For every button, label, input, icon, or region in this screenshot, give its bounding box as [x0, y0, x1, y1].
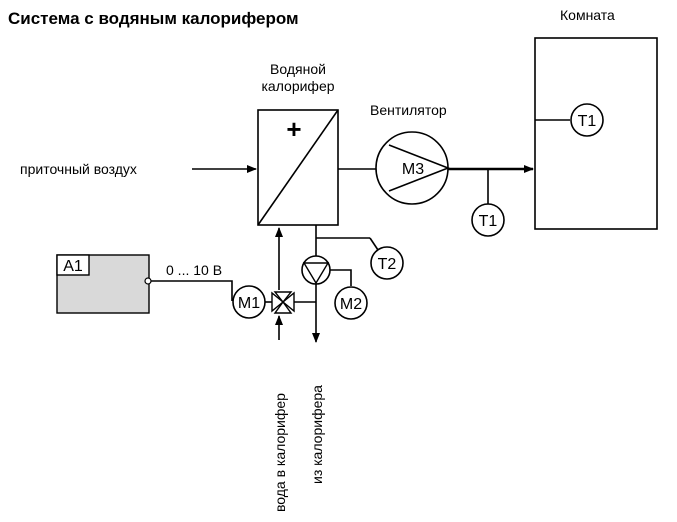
fan-m3: M3 [375, 131, 451, 205]
water-sensor-wire-2 [369, 237, 379, 251]
valve-motor-m1: M1 [232, 285, 266, 319]
valve-motor-label: M1 [238, 295, 260, 312]
fan-label: Вентилятор [370, 102, 447, 118]
duct-sensor-label: T1 [479, 213, 498, 230]
heater-label-line1: Водяной [270, 61, 326, 77]
controller-a1: A1 [56, 254, 152, 314]
diagram-title: Система с водяным калорифером [8, 9, 299, 28]
water-heater: + [257, 109, 339, 226]
room-label: Комната [560, 7, 615, 23]
pump-motor-m2: M2 [334, 286, 368, 320]
circulation-pump [301, 255, 331, 285]
water-sensor-t2: T2 [370, 246, 404, 280]
signal-range-label: 0 ... 10 В [166, 262, 222, 278]
water-sensor-label: T2 [378, 256, 397, 273]
control-signal-line [151, 280, 233, 301]
pump-motor-label: M2 [340, 296, 362, 313]
heater-label-line2: калорифер [261, 78, 334, 94]
pump-motor-wire [330, 269, 352, 286]
fan-motor-label: M3 [402, 161, 424, 178]
room-sensor-label: T1 [578, 113, 597, 130]
water-inlet-label: вода в калорифер [272, 393, 288, 512]
duct-sensor-t1: T1 [471, 203, 505, 237]
three-way-valve [271, 291, 295, 314]
supply-air-label: приточный воздух [20, 161, 137, 177]
room-sensor-t1: T1 [570, 103, 604, 137]
water-outlet-label: из калорифера [309, 385, 325, 484]
heater-plus-symbol: + [286, 114, 301, 144]
controller-label: A1 [63, 258, 83, 275]
